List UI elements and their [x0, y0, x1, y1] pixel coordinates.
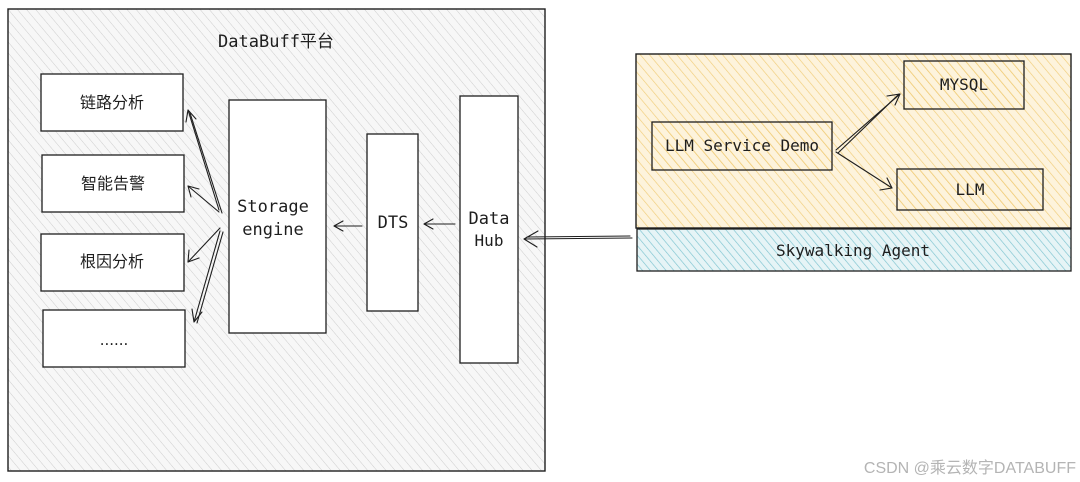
mysql-label: MYSQL [940, 75, 988, 94]
dts-label: DTS [378, 213, 409, 233]
arrow-service-to-llm [835, 151, 893, 189]
storage-to-feature-arrows [185, 109, 224, 324]
feature-box-trace: 链路分析 [40, 73, 184, 132]
datahub-label-line2: Hub [475, 231, 504, 250]
agent-label: Skywalking Agent [776, 241, 930, 260]
storage-label-line1: Storage [237, 197, 309, 217]
application-system: MYSQL LLM Service Demo LLM Skywalking Ag… [635, 53, 1072, 272]
arrow-agent-to-datahub [523, 237, 633, 240]
dts-box: DTS [366, 133, 419, 312]
feature-box-more: ...... [42, 309, 186, 368]
feature-label: 链路分析 [80, 93, 144, 112]
feature-label: 根因分析 [80, 252, 144, 271]
watermark-text: CSDN @乘云数字DATABUFF [864, 459, 1076, 477]
platform-title: DataBuff平台 [218, 32, 334, 52]
feature-box-alert: 智能告警 [41, 154, 185, 213]
datahub-label-line1: Data [469, 209, 510, 229]
llm-label: LLM [956, 180, 985, 199]
databuff-platform: DataBuff平台 链路分析 智能告警 根因分析 ...... Storage… [7, 8, 546, 472]
feature-box-rootcause: 根因分析 [40, 233, 185, 292]
arrow-to-more [193, 230, 221, 323]
llm-box: LLM [896, 168, 1044, 211]
arrow-to-trace [187, 109, 220, 211]
feature-label: ...... [100, 331, 129, 349]
arrow-to-rootcause [187, 227, 221, 263]
llm-service-box: LLM Service Demo [651, 121, 833, 171]
storage-label-line2: engine [242, 220, 303, 240]
arrow-to-alert [187, 185, 220, 213]
llm-service-label: LLM Service Demo [665, 136, 819, 155]
feature-label: 智能告警 [81, 174, 145, 193]
datahub-box: Data Hub [459, 95, 519, 364]
mysql-box: MYSQL [903, 60, 1025, 110]
storage-engine-box: Storage engine [228, 99, 327, 334]
skywalking-agent-bar: Skywalking Agent [636, 228, 1072, 272]
